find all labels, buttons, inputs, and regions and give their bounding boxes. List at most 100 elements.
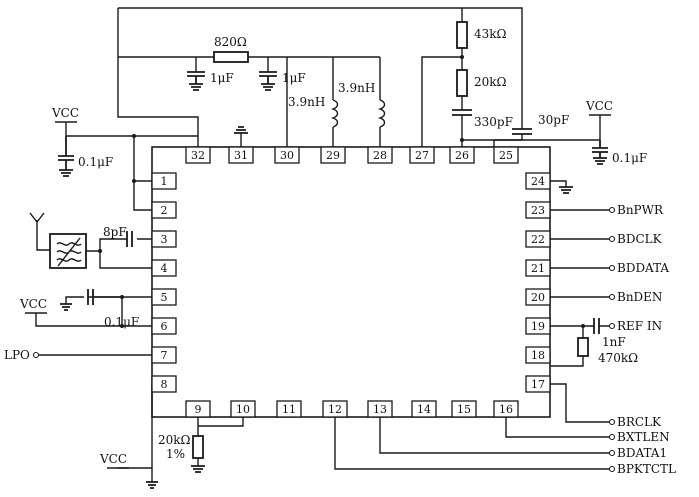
pin-label: 32: [191, 149, 205, 162]
pins-left: 1 2 3 4 5 6 7 8: [151, 172, 177, 393]
resistor-820: [213, 51, 249, 63]
antenna: [29, 212, 45, 230]
bpktctl-wire: [334, 417, 609, 470]
ground-mid: [60, 303, 72, 311]
ic-body: [151, 146, 551, 418]
lpo-terminal: [32, 351, 40, 359]
label-r43k: 43kΩ: [474, 27, 507, 41]
pin-label: 16: [499, 403, 513, 416]
label-l39-a: 3.9nH: [288, 95, 325, 109]
top-left-vertical-wire: [117, 8, 199, 147]
label-c30p: 30pF: [538, 113, 569, 127]
pin-label: 8: [161, 378, 168, 391]
label-bpktctl: BPKTCTL: [617, 462, 676, 476]
pin-label: 19: [531, 320, 545, 333]
pin25-wire: [493, 115, 601, 147]
filter-out-wire: [86, 238, 152, 252]
pins-right: 24 23 22 21 20 19 18 17: [525, 172, 551, 393]
ground-pin31: [234, 126, 248, 134]
pin-label: 27: [415, 149, 429, 162]
capacitor-8pf: [126, 231, 133, 247]
brclk-terminal: [608, 418, 616, 426]
pin-label: 6: [161, 320, 168, 333]
inductor-3-9nh-b: [377, 99, 386, 128]
pin-label: 22: [531, 233, 545, 246]
capacitor-330pf: [452, 109, 472, 116]
pin-label: 17: [531, 378, 545, 391]
resistor-20k-bottom: [192, 435, 204, 459]
label-bnpwr: BnPWR: [617, 203, 664, 217]
capacitor-0-1uf-right: [592, 140, 608, 165]
pin-label: 5: [161, 291, 168, 304]
pin2-wire: [133, 181, 152, 211]
pin-label: 24: [531, 175, 545, 188]
resistor-470k: [577, 337, 589, 357]
label-bddata: BDDATA: [617, 261, 669, 275]
label-c8p: 8pF: [103, 225, 127, 239]
pin-label: 11: [282, 403, 296, 416]
bpktctl-terminal: [608, 465, 616, 473]
ground-pin24: [559, 186, 573, 194]
capacitor-1uf-b: [259, 71, 277, 91]
label-r820: 820Ω: [214, 35, 247, 49]
label-c1nf: 1nF: [602, 335, 626, 349]
pin-label: 12: [328, 403, 342, 416]
saw-filter-symbol: [56, 237, 82, 267]
label-c01uf-mid: 0.1μF: [104, 315, 139, 329]
pin-label: 1: [161, 175, 168, 188]
label-vcc-left-mid: VCC: [19, 297, 47, 311]
label-l39-b: 3.9nH: [338, 81, 375, 95]
saw-filter: [49, 233, 87, 269]
pin-label: 13: [373, 403, 387, 416]
brclk-wire: [550, 383, 609, 423]
label-vcc-left-top: VCC: [51, 106, 79, 120]
bxtlen-terminal: [608, 433, 616, 441]
bdata1-wire: [379, 417, 609, 454]
pin9-10-wire: [197, 417, 244, 436]
pin-label: 4: [161, 262, 168, 275]
ground-res20k: [191, 465, 205, 473]
pins-bottom: 9 10 11 12 13 14 15 16: [185, 400, 519, 418]
label-r20k-top: 20kΩ: [474, 75, 507, 89]
pin-label: 10: [236, 403, 250, 416]
pin-label: 31: [234, 149, 248, 162]
label-tol: 1%: [166, 447, 185, 461]
bnpwr-terminal: [608, 206, 616, 214]
label-c01uf-right: 0.1μF: [612, 151, 647, 165]
pin-label: 18: [531, 349, 545, 362]
label-vcc-right: VCC: [585, 99, 613, 113]
pin-label: 30: [280, 149, 294, 162]
label-refin: REF IN: [617, 319, 662, 333]
label-r470k: 470kΩ: [598, 351, 638, 365]
label-c1uf-a: 1μF: [210, 71, 234, 85]
capacitor-1nf: [593, 318, 600, 334]
pin4-wire: [99, 251, 152, 269]
label-lpo: LPO: [4, 348, 30, 362]
pin27-wire: [421, 56, 462, 147]
pin-label: 15: [457, 403, 471, 416]
resistor-43k: [456, 21, 468, 49]
pin-label: 14: [417, 403, 431, 416]
vcc-bottom-wire: [118, 467, 153, 482]
label-c330p: 330pF: [474, 115, 513, 129]
antenna-wire: [36, 230, 50, 251]
label-c01uf-left: 0.1μF: [78, 155, 113, 169]
label-bxtlen: BXTLEN: [617, 430, 670, 444]
bxtlen-wire: [505, 417, 609, 438]
label-vcc-bottom: VCC: [99, 452, 127, 466]
inductor-3-9nh-a: [330, 99, 339, 128]
pin-label: 23: [531, 204, 545, 217]
vcc-mid-wire: [35, 313, 122, 327]
pin24-ground-wire: [550, 180, 567, 187]
top-loop-wire: [118, 7, 523, 129]
capacitor-1uf-a: [187, 71, 205, 91]
pin-label: 3: [161, 233, 168, 246]
bdata1-terminal: [608, 449, 616, 457]
label-bnden: BnDEN: [617, 290, 662, 304]
pin-label: 20: [531, 291, 545, 304]
pin-label: 7: [161, 349, 168, 362]
bnden-terminal: [608, 293, 616, 301]
pin-label: 28: [373, 149, 387, 162]
